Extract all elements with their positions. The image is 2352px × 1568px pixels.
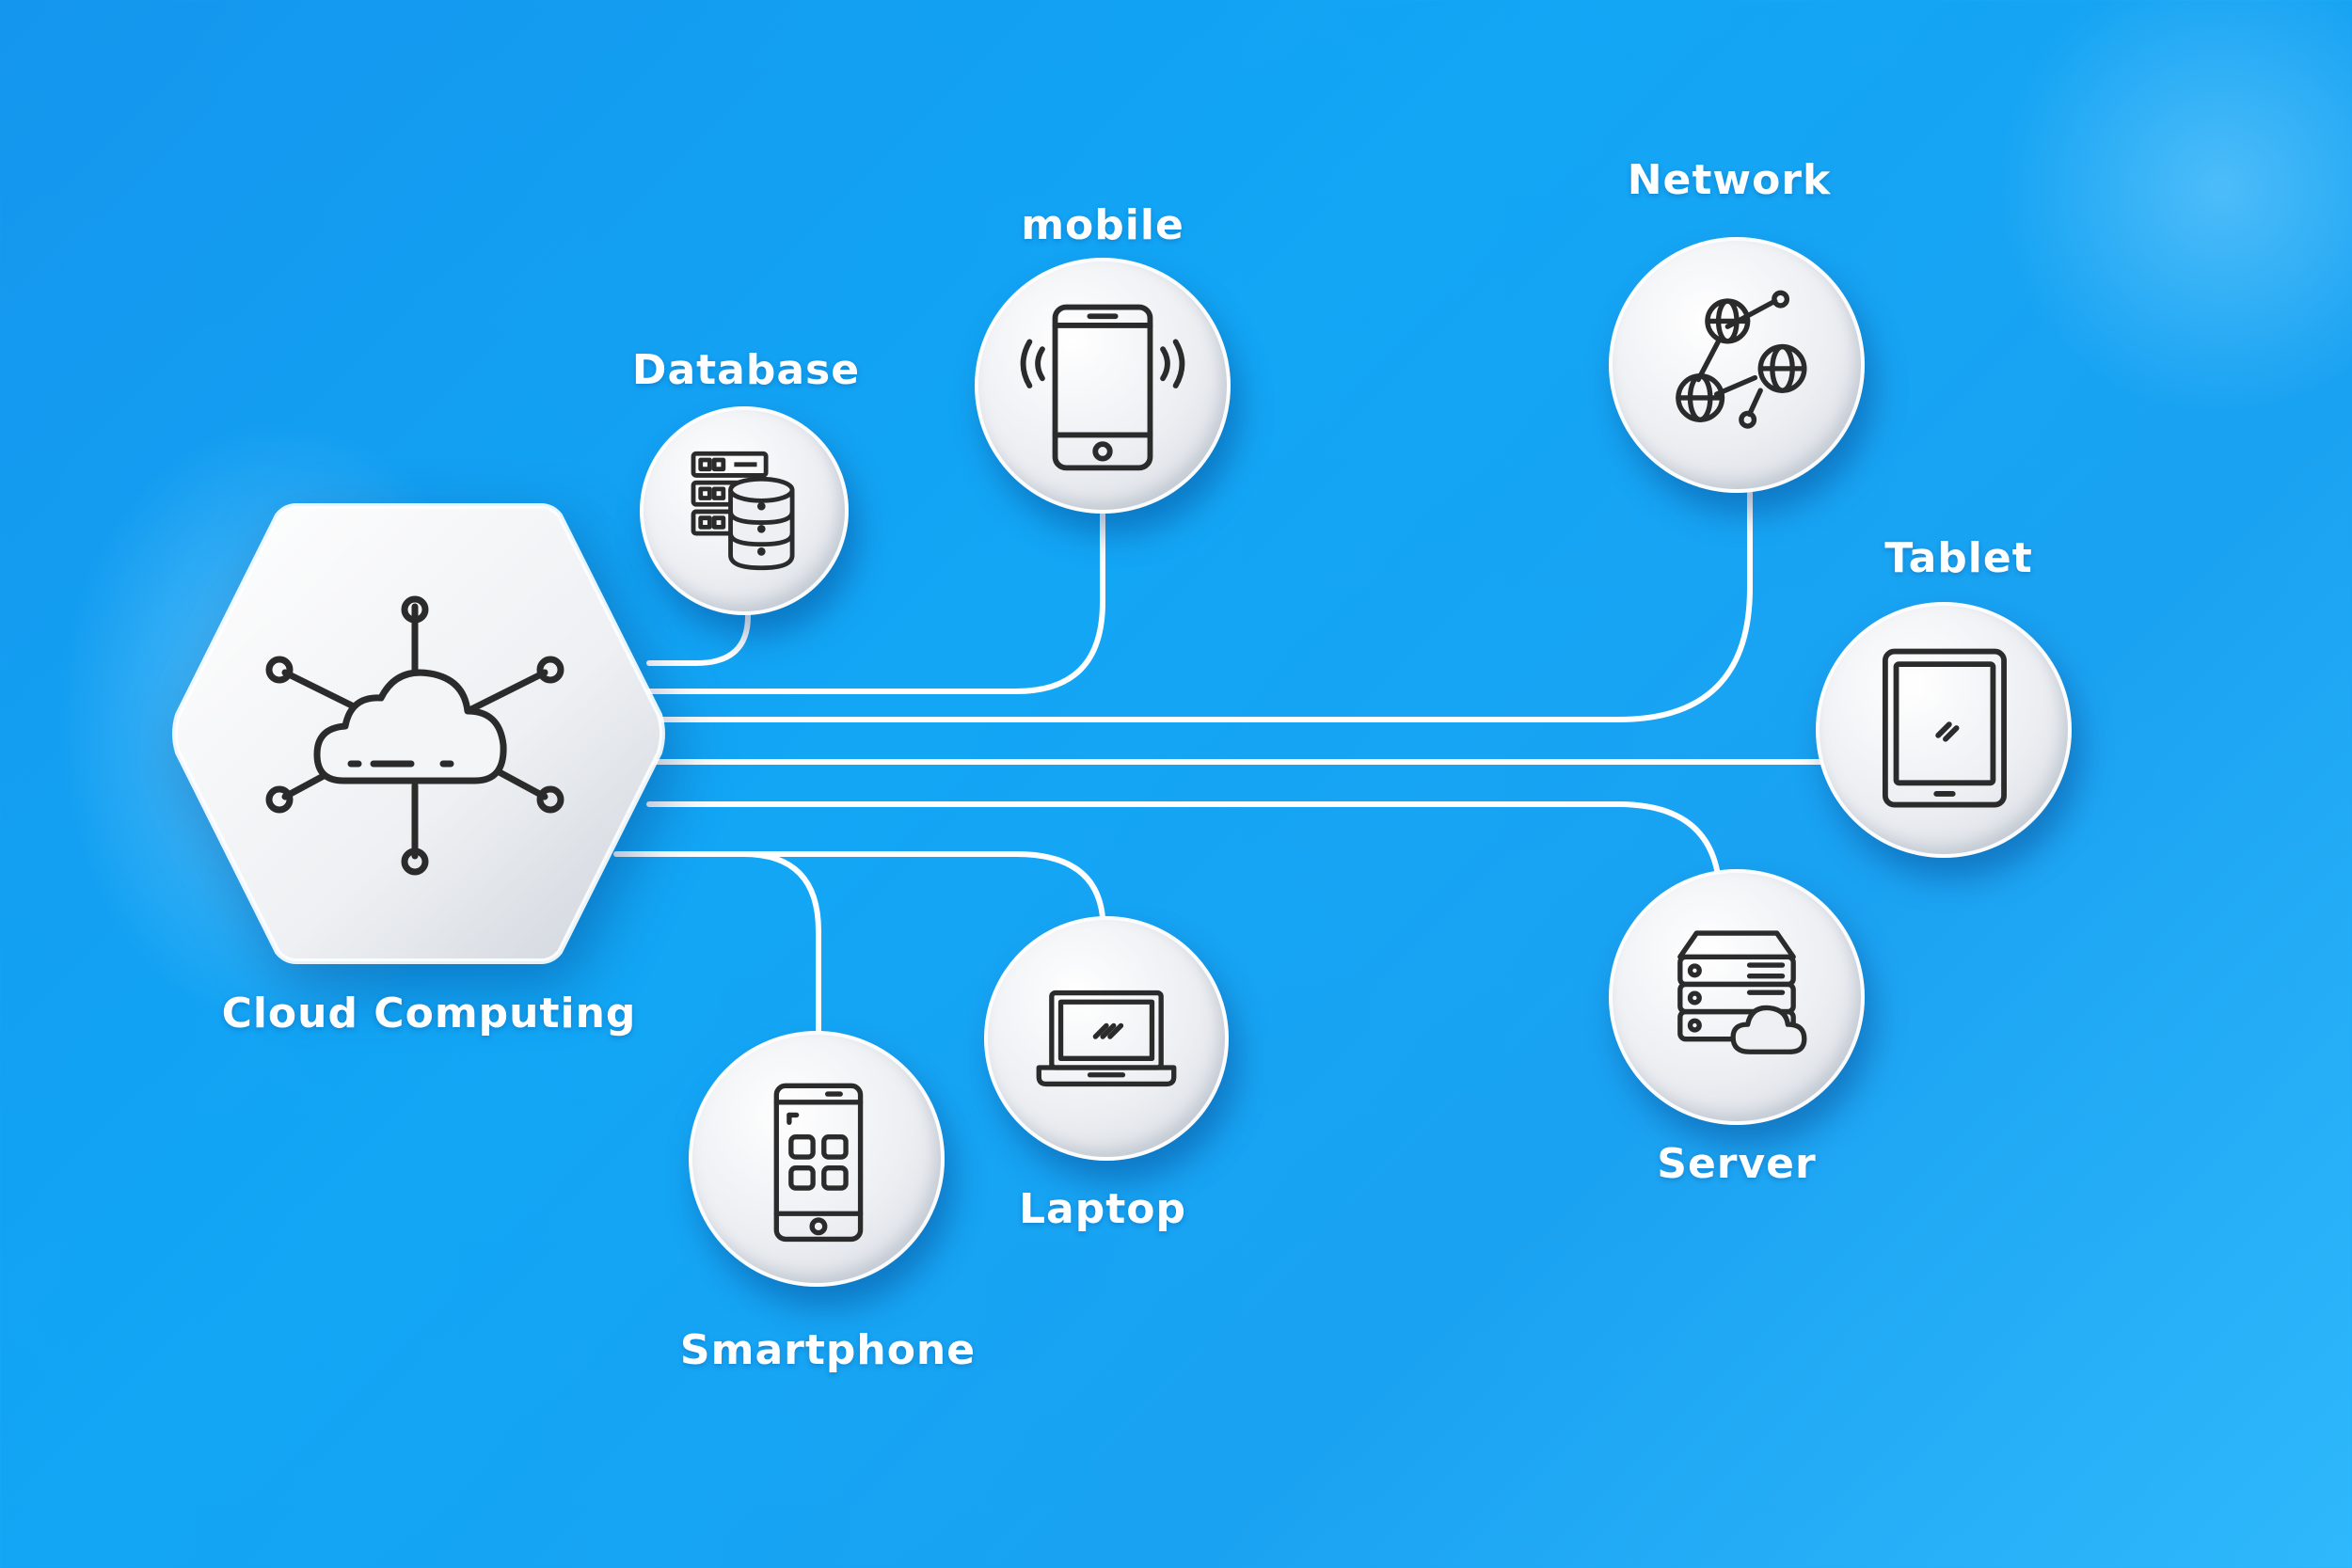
mobile-phone-icon [1020, 304, 1185, 471]
mobile-label: mobile [1021, 201, 1184, 249]
connector-server [646, 801, 1720, 873]
connector-mobile [646, 505, 1105, 694]
cloud-server-icon [1677, 930, 1807, 1054]
network-node [1609, 237, 1865, 493]
tablet-node [1816, 602, 2072, 858]
globe-network-icon [1676, 290, 1807, 429]
network-label: Network [1627, 156, 1832, 204]
smartphone-apps-icon [773, 1083, 864, 1243]
laptop-label: Laptop [1019, 1185, 1186, 1233]
cloud-computing-hub [165, 499, 673, 969]
smartphone-node [689, 1031, 945, 1287]
hub-label: Cloud Computing [221, 990, 637, 1037]
connector-network [646, 486, 1753, 722]
cloud-network-icon [172, 503, 665, 964]
connector-database [646, 613, 751, 666]
database-label: Database [631, 346, 861, 394]
smartphone-label: Smartphone [679, 1326, 977, 1374]
server-node [1609, 869, 1865, 1125]
tablet-icon [1882, 648, 2007, 808]
tablet-label: Tablet [1884, 534, 2033, 582]
laptop-icon [1036, 990, 1177, 1087]
server-label: Server [1657, 1140, 1817, 1188]
laptop-node [984, 916, 1229, 1161]
connector-smartphone [613, 851, 821, 1036]
database-node [640, 406, 849, 615]
mobile-node [975, 258, 1231, 514]
connector-laptop [618, 851, 1105, 920]
database-server-icon [691, 451, 795, 571]
